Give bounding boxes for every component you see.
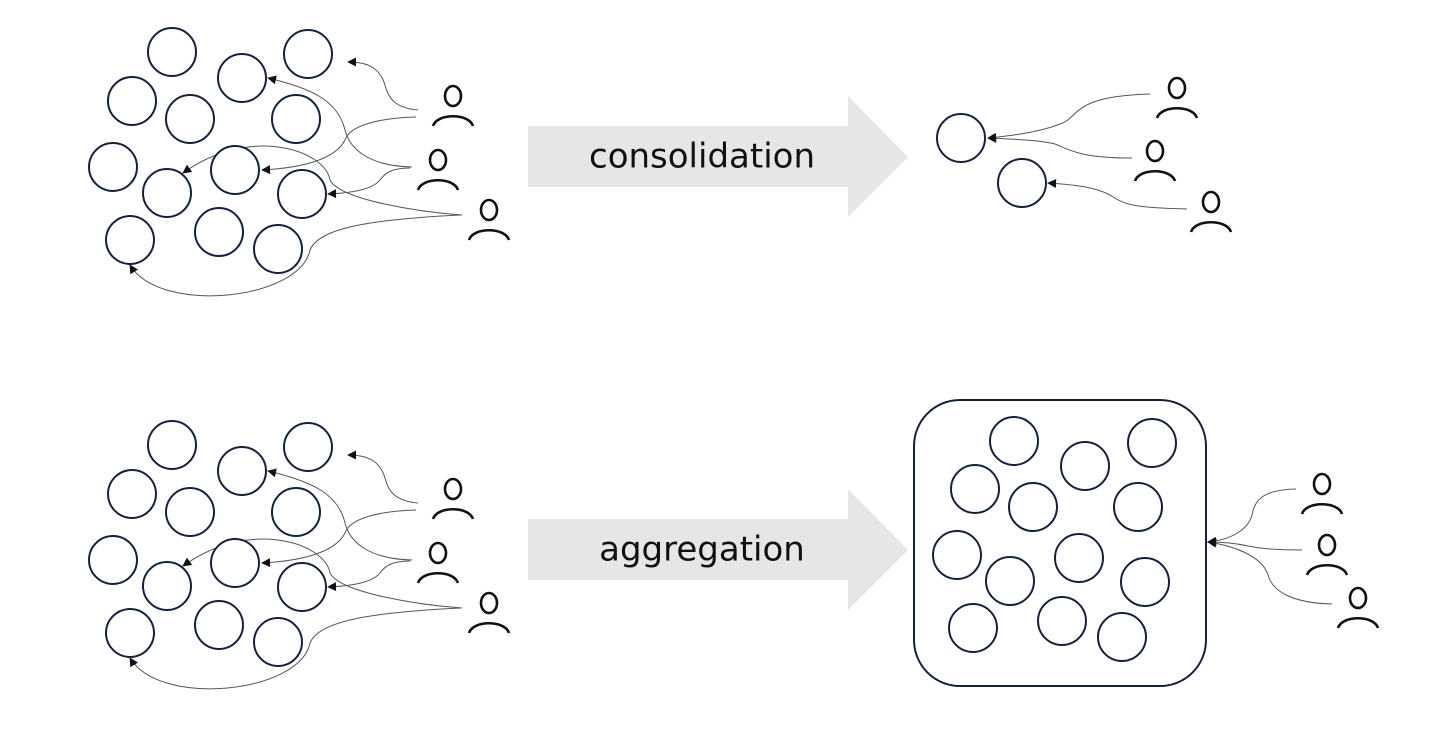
connector-arrow <box>267 75 413 168</box>
circle-node <box>194 600 244 650</box>
circle-node <box>194 207 244 257</box>
circle-node <box>217 446 267 496</box>
connector-arrow <box>129 607 461 690</box>
user-icon <box>416 148 460 191</box>
circle-node <box>283 29 333 79</box>
before-cluster <box>88 420 511 690</box>
transition-arrow-consolidation: consolidation <box>528 96 908 217</box>
circle-node <box>1097 612 1147 662</box>
circle-node <box>165 94 215 144</box>
circle-node <box>210 538 260 588</box>
transition-label: consolidation <box>589 137 815 177</box>
circle-node <box>217 53 267 103</box>
connector-arrow <box>261 509 417 568</box>
user-icon <box>1336 586 1380 629</box>
before-cluster <box>88 27 511 297</box>
circle-node <box>105 608 155 658</box>
circle-node <box>1060 441 1110 491</box>
circle-node <box>948 603 998 653</box>
right-arrow-icon <box>528 489 908 610</box>
circle-node <box>277 562 327 612</box>
circle-node <box>1127 418 1177 468</box>
circle-node <box>283 422 333 472</box>
user-icon <box>1189 190 1233 233</box>
connector-arrow <box>129 214 461 297</box>
connector-arrow <box>267 468 413 561</box>
after-consolidated <box>936 76 1233 233</box>
after-aggregated <box>913 399 1380 687</box>
circle-node <box>107 469 157 519</box>
circle-node <box>165 487 215 537</box>
circle-node <box>107 76 157 126</box>
circle-node <box>1054 533 1104 583</box>
circle-node <box>142 168 192 218</box>
user-icon <box>431 84 475 127</box>
row-consolidation: consolidation <box>88 27 1233 297</box>
user-icon <box>431 477 475 520</box>
connector-arrow <box>347 57 419 111</box>
circle-node <box>950 464 1000 514</box>
circle-node <box>1113 482 1163 532</box>
circle-node <box>271 487 321 537</box>
user-icon <box>416 541 460 584</box>
right-arrow-icon <box>528 96 908 217</box>
circle-node <box>147 420 197 470</box>
circle-node <box>1008 482 1058 532</box>
connector-arrow <box>327 167 411 199</box>
circle-node <box>985 556 1035 606</box>
circle-node <box>142 561 192 611</box>
circle-node <box>1120 557 1170 607</box>
circle-node <box>253 617 303 667</box>
user-icon <box>1133 139 1177 182</box>
circle-node <box>253 224 303 274</box>
circle-node <box>936 113 986 163</box>
circle-node <box>271 94 321 144</box>
circle-node <box>105 215 155 265</box>
circle-node <box>88 535 138 585</box>
circle-node <box>1037 596 1087 646</box>
user-icon <box>467 591 511 634</box>
circle-node <box>997 158 1047 208</box>
circle-node <box>88 142 138 192</box>
connector-arrow <box>347 450 419 504</box>
circle-node <box>277 169 327 219</box>
circle-node <box>989 416 1039 466</box>
transition-arrow-aggregation: aggregation <box>528 489 908 610</box>
circle-node <box>210 145 260 195</box>
transition-label: aggregation <box>599 530 805 570</box>
user-icon <box>1300 472 1344 515</box>
row-aggregation: aggregation <box>88 399 1380 690</box>
circle-node <box>147 27 197 77</box>
connector-arrow <box>327 560 411 592</box>
user-icon <box>1155 76 1199 119</box>
circle-node <box>932 530 982 580</box>
user-icon <box>467 198 511 241</box>
user-icon <box>1305 533 1349 576</box>
connector-arrow <box>261 116 417 175</box>
